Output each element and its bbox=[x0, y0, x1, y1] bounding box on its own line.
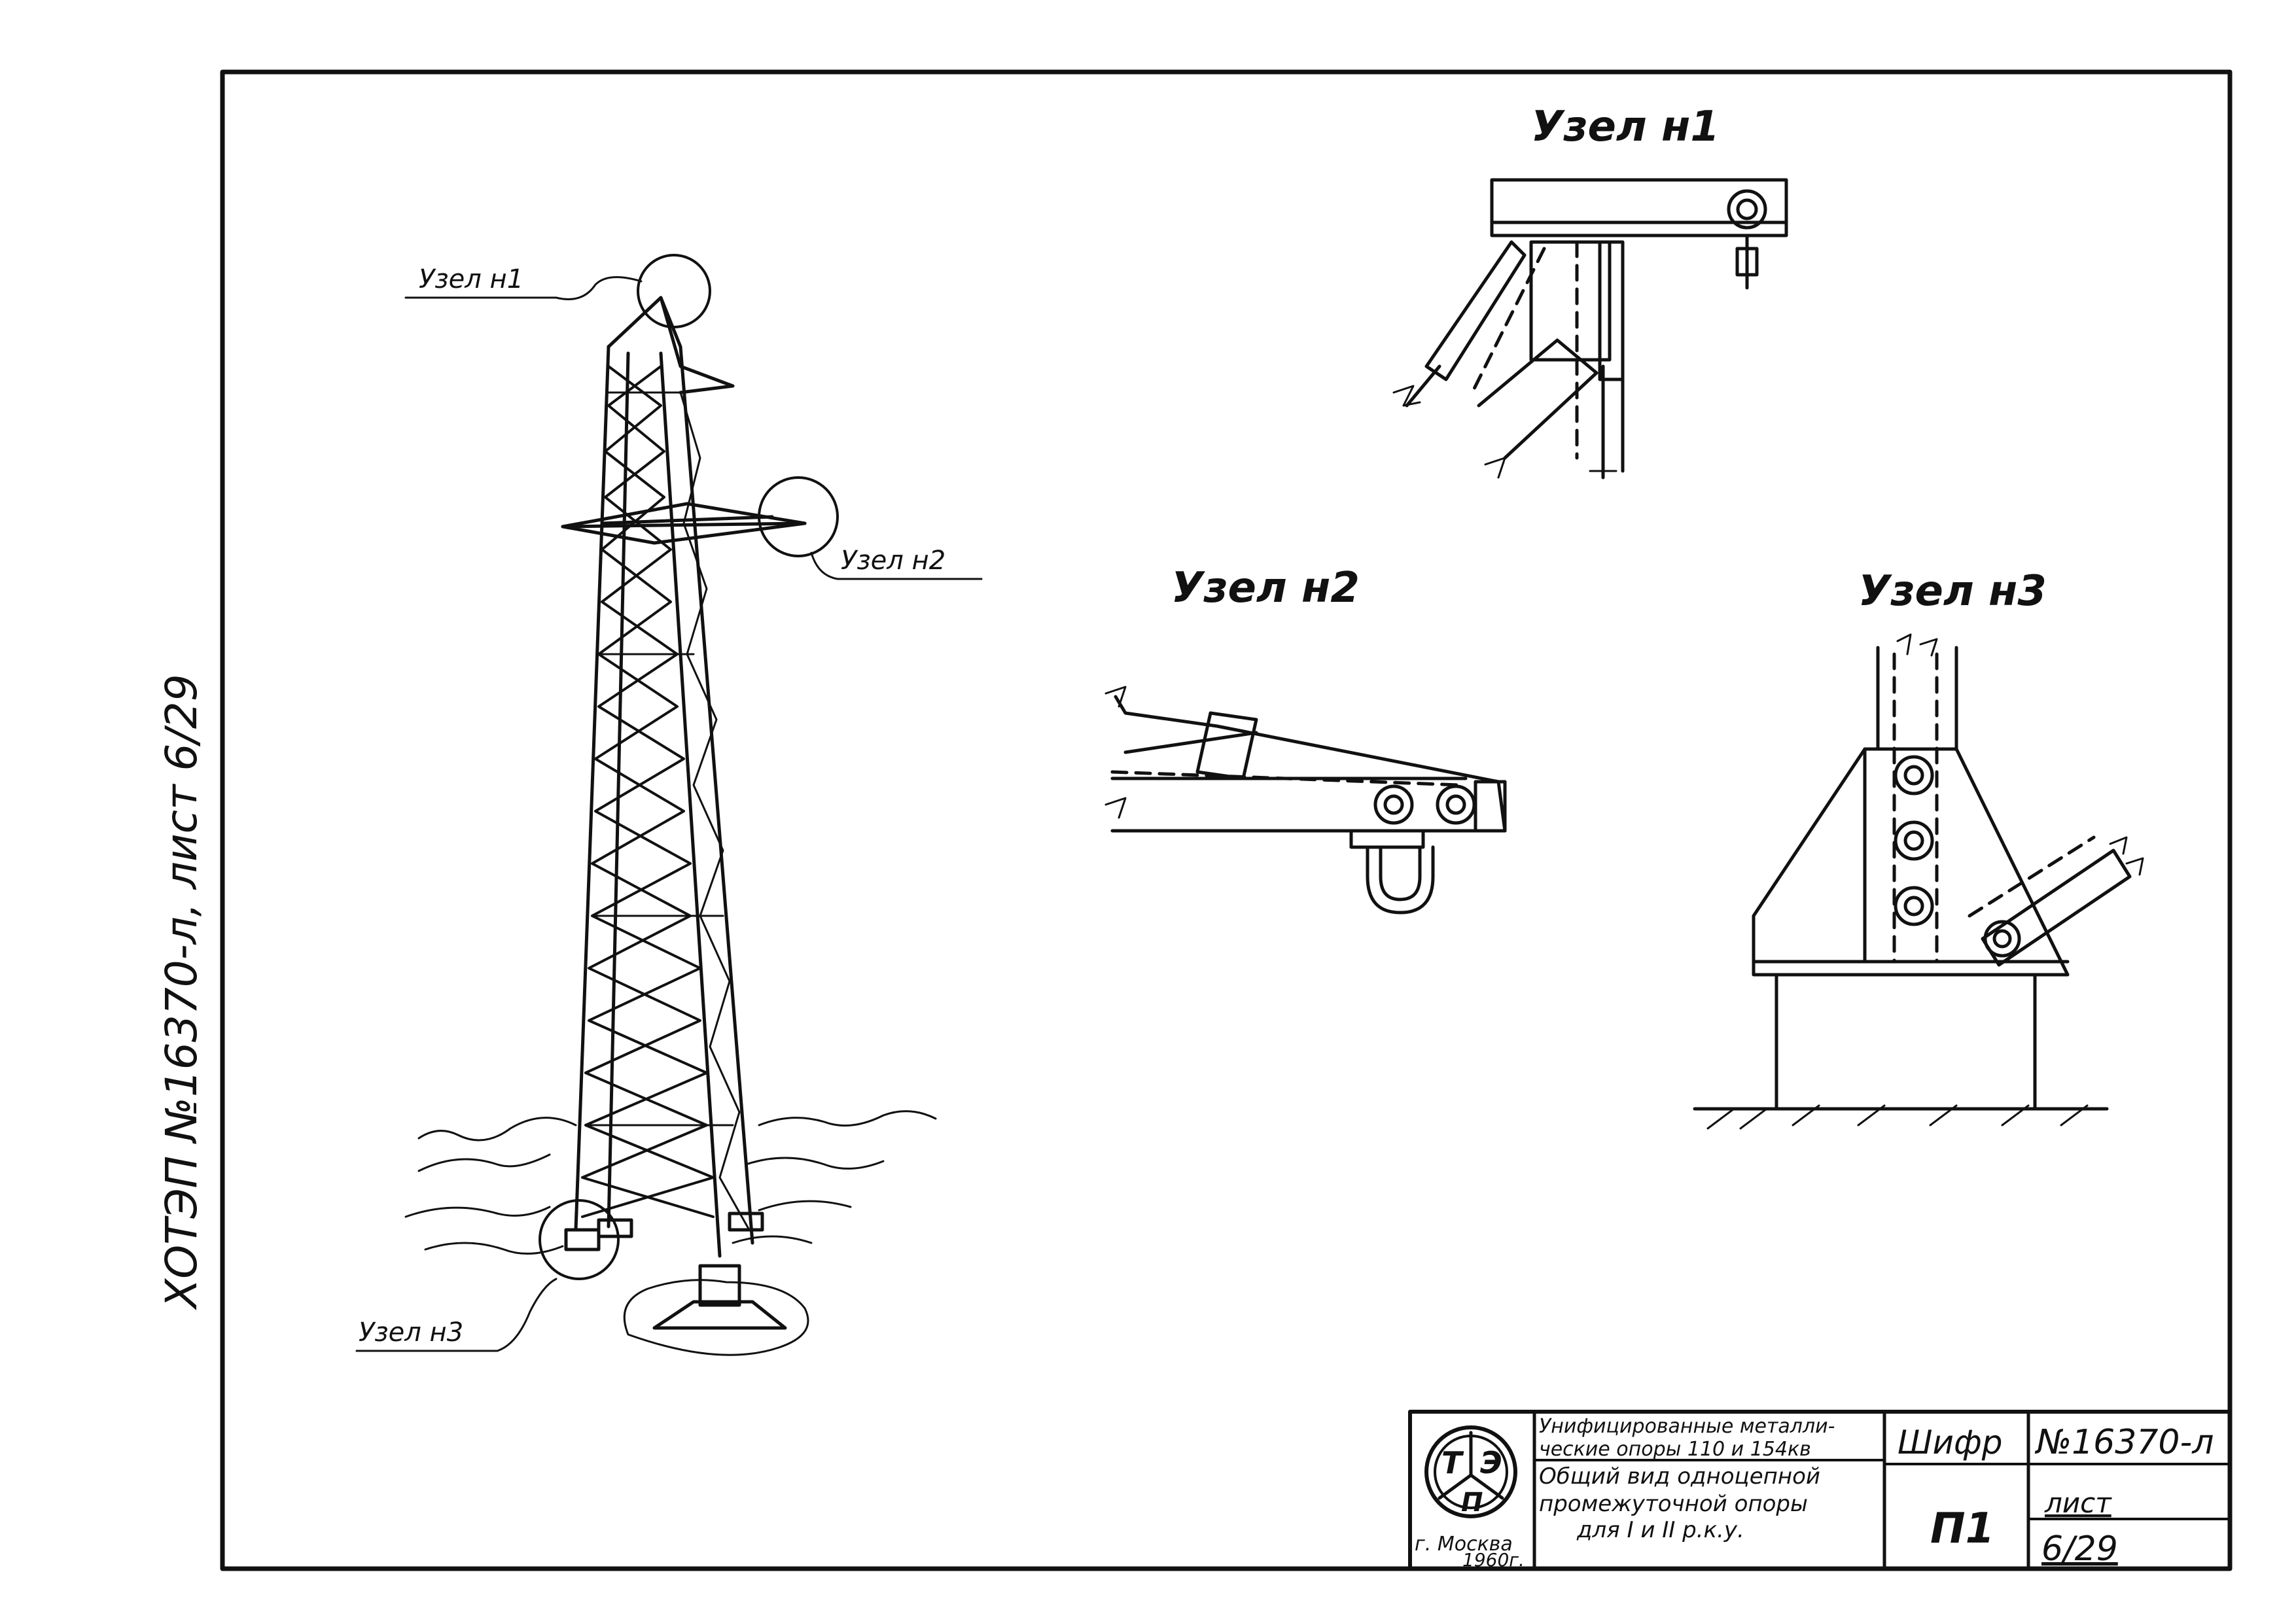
logo-letter-p: П bbox=[1461, 1488, 1483, 1518]
node2-title: Узел н2 bbox=[1171, 564, 1360, 612]
node3-title: Узел н3 bbox=[1858, 567, 2047, 616]
cipher-label: Шифр bbox=[1898, 1423, 2002, 1461]
title-city: г. Москва bbox=[1415, 1533, 1513, 1556]
node1-marker bbox=[637, 254, 711, 328]
drawing-frame bbox=[220, 69, 2233, 1571]
tower-label-node1: Узел н1 bbox=[419, 264, 523, 294]
tower-drawing bbox=[355, 254, 983, 1356]
sheet-label: лист bbox=[2044, 1487, 2112, 1519]
side-stamp: ХОТЭП №16370-л, лист 6/29 bbox=[156, 674, 207, 1310]
node2-detail bbox=[1104, 686, 1507, 915]
tower-label-node3: Узел н3 bbox=[359, 1318, 463, 1348]
doc-number: №16370-л bbox=[2034, 1423, 2214, 1462]
sheet-desc-line1: Общий вид одноцепной bbox=[1539, 1463, 1820, 1490]
tower-label-node2: Узел н2 bbox=[841, 546, 945, 576]
project-line2: ческие опоры 110 и 154кв bbox=[1539, 1438, 1811, 1461]
sheet-desc-line2: промежуточной опоры bbox=[1539, 1491, 1808, 1517]
cipher-value: П1 bbox=[1930, 1505, 1994, 1553]
node3-detail bbox=[1693, 633, 2144, 1130]
node1-title: Узел н1 bbox=[1531, 103, 1720, 151]
node2-marker bbox=[758, 476, 839, 557]
logo-letter-e: Э bbox=[1480, 1445, 1502, 1480]
sheet-desc-line3: для I и II р.к.у. bbox=[1576, 1517, 1744, 1543]
node1-detail bbox=[1392, 178, 1788, 480]
logo-emblem bbox=[1424, 1425, 1517, 1518]
title-block bbox=[1408, 1410, 2232, 1571]
title-year: 1960г. bbox=[1462, 1549, 1525, 1571]
project-line1: Унифицированные металли- bbox=[1539, 1415, 1835, 1438]
node3-marker bbox=[539, 1199, 620, 1280]
sheet-value: 6/29 bbox=[2041, 1529, 2118, 1569]
logo-letter-t: Т bbox=[1441, 1445, 1464, 1480]
